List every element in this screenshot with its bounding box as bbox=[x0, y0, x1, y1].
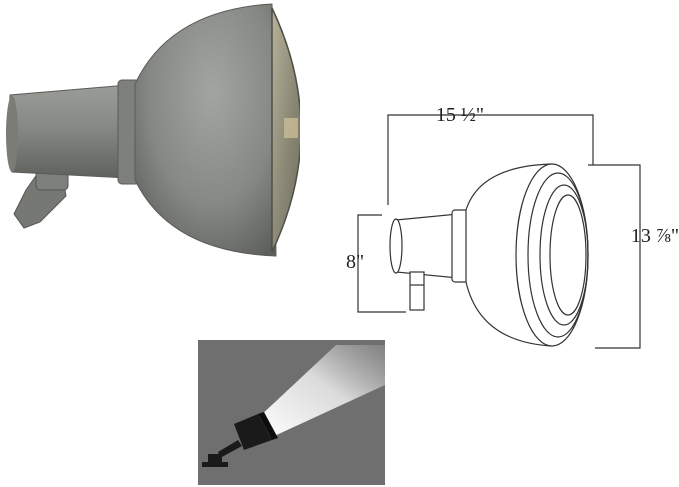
height-dimension-label: 13 ⅞" bbox=[631, 225, 679, 247]
fixture-photo bbox=[0, 0, 300, 270]
light-beam-icon bbox=[198, 340, 385, 485]
width-dimension-label: 15 ½" bbox=[436, 104, 484, 126]
floodlight-photo-icon bbox=[6, 3, 300, 257]
mount-dimension-label: 8" bbox=[346, 251, 364, 273]
dimension-drawing: 15 ½" 13 ⅞" 8" bbox=[330, 90, 679, 360]
floodlight-line-drawing-icon: 15 ½" 13 ⅞" 8" bbox=[346, 104, 679, 349]
beam-illustration bbox=[198, 340, 385, 485]
